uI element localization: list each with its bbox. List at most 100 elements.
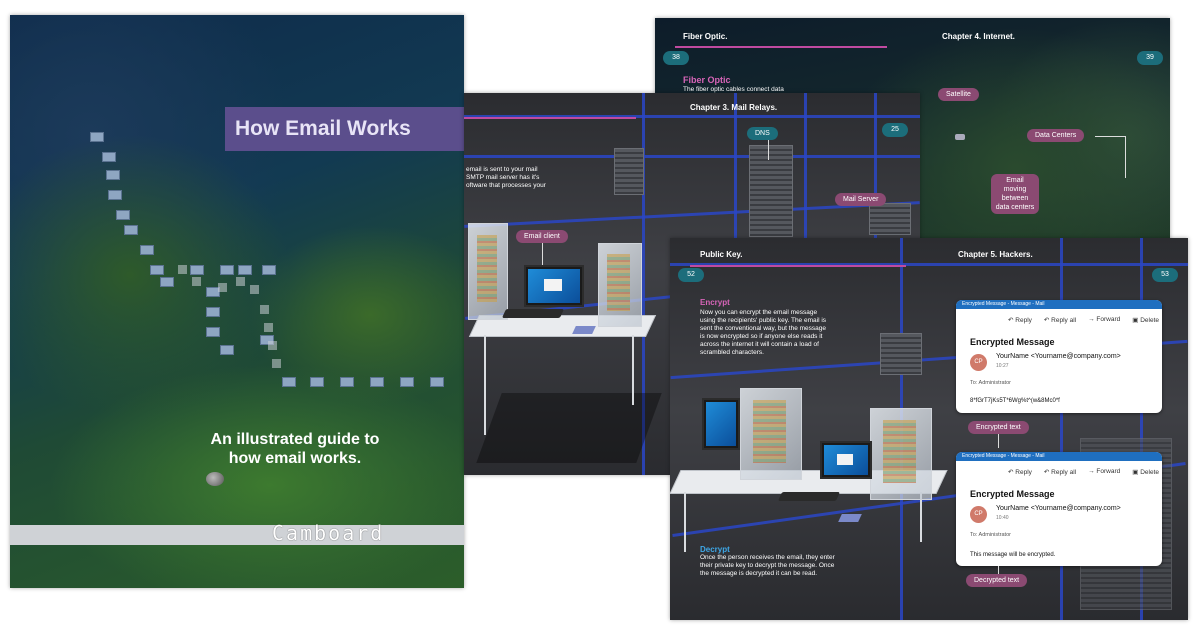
pc-tower [468,223,508,320]
envelope-icon [150,265,164,275]
email-window-encrypted: Encrypted Message - Message - Mail ↶ Rep… [956,300,1162,413]
reply-label: Reply [1015,317,1032,324]
email-subject: Encrypted Message [970,489,1055,499]
page-number-right: 39 [1137,51,1163,65]
envelope-icon [340,377,354,387]
pc-tower [740,388,802,480]
label-email-client: Email client [516,230,568,243]
server-rack [880,333,922,375]
reply-button[interactable]: ↶ Reply [1008,317,1032,324]
connector-line [542,243,543,271]
forward-button[interactable]: → Forward [1088,468,1121,475]
reply-button[interactable]: ↶ Reply [1008,469,1032,476]
label-data-centers: Data Centers [1027,129,1085,142]
connector-line [998,434,999,448]
envelope-icon [90,132,104,142]
grid-line [642,93,645,475]
desk-leg [484,335,486,435]
trail-block [218,283,227,292]
desk-leg [684,492,686,552]
envelope-icon [400,377,414,387]
grid-line [1060,238,1063,620]
envelope-icon [262,265,276,275]
page-heading: Chapter 3. Mail Relays. [690,103,778,112]
email-from: YourName <Yourname@company.com> [996,353,1121,360]
reply-all-label: Reply all [1051,469,1077,476]
email-from: YourName <Yourname@company.com> [996,505,1121,512]
grid-line [1140,238,1143,620]
envelope-icon [160,277,174,287]
envelope-icon [190,265,204,275]
delete-button[interactable]: ▣ Delete [1132,317,1159,324]
envelope-icon [206,287,220,297]
label-dns: DNS [747,127,778,140]
reply-all-label: Reply all [1051,317,1077,324]
cover-subtitle-line2: how email works. [228,450,362,467]
envelope-icon [370,377,384,387]
label-email-moving: Email moving between data centers [991,174,1039,214]
section-title: Fiber Optic [683,75,731,85]
email-body: 8*fGrT7jKs5T*6Wg%t^(w&8Mc0*f [970,398,1060,404]
connector-line [1095,136,1125,137]
book-cover: How Email Works An illustrated guide to … [10,15,464,588]
server-rack [614,148,644,195]
trail-block [260,305,269,314]
envelope-icon [430,377,444,387]
page-number-left: 38 [663,51,689,65]
decrypt-text: Once the person receives the email, they… [700,554,835,577]
keyboard [501,309,565,318]
envelope-icon [106,170,120,180]
trail-block [268,341,277,350]
trail-block [250,285,259,294]
mouse-pad [572,326,596,334]
encrypt-title: Encrypt [700,298,730,307]
email-window-title: Encrypted Message - Message - Mail [956,300,1162,309]
email-subject: Encrypted Message [970,337,1055,347]
avatar: CP [970,354,987,371]
heading-rule [690,265,906,267]
envelope-icon [220,265,234,275]
reply-label: Reply [1015,469,1032,476]
forward-button[interactable]: → Forward [1088,316,1121,323]
cover-subtitle-line1: An illustrated guide to [210,431,380,448]
email-toolbar: ↶ Reply ↶ Reply all → Forward ▣ Delete [1008,316,1162,324]
forward-label: Forward [1096,468,1121,475]
reply-all-button[interactable]: ↶ Reply all [1043,317,1077,324]
section-text: The fiber optic cables connect data [683,86,784,93]
trail-block [178,265,187,274]
moon-icon [206,472,224,486]
intro-text-line: oftware that processes your [466,182,546,189]
brand-band [10,525,464,545]
envelope-icon [124,225,138,235]
delete-button[interactable]: ▣ Delete [1132,469,1159,476]
encrypt-text: Now you can encrypt the email message us… [700,309,827,356]
connector-line [1125,136,1126,178]
page-heading-right: Chapter 5. Hackers. [958,250,1033,259]
trail-block [236,277,245,286]
heading-rule [464,117,636,119]
server-rack [869,203,911,235]
email-to: To: Administrator [970,532,1011,538]
cover-title: How Email Works [225,107,464,151]
decrypt-title: Decrypt [700,545,730,554]
label-encrypted-text: Encrypted text [968,421,1029,434]
envelope-icon [260,335,274,345]
pc-tower [598,243,642,327]
email-time: 10:27 [996,363,1009,369]
page-number-left: 52 [678,268,704,282]
email-window-title: Encrypted Message - Message - Mail [956,452,1162,461]
email-time: 10:40 [996,515,1009,521]
delete-label: Delete [1140,317,1159,324]
page-number: 25 [882,123,908,137]
keyboard [777,492,841,501]
intro-text-line: email is sent to your mail [466,166,538,173]
page-heading-left: Public Key. [700,250,743,259]
envelope-icon [310,377,324,387]
reply-all-button[interactable]: ↶ Reply all [1043,469,1077,476]
connector-line [998,566,999,574]
server-rack [749,145,793,237]
email-window-decrypted: Encrypted Message - Message - Mail ↶ Rep… [956,452,1162,566]
spread-chapter-5: Public Key. Chapter 5. Hackers. 52 53 En… [670,238,1188,620]
intro-text: email is sent to your mail SMTP mail ser… [466,166,546,190]
email-body: This message will be encrypted. [970,552,1056,558]
